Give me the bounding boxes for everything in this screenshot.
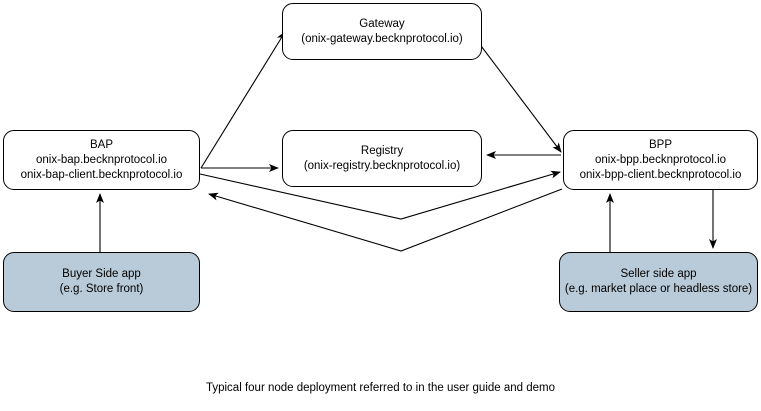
registry-node-host: (onix-registry.becknprotocol.io)	[303, 159, 461, 172]
gateway-node-host: (onix-gateway.becknprotocol.io)	[301, 32, 463, 45]
seller-side-app-subtitle: (e.g. market place or headless store)	[564, 283, 753, 295]
bpp-node-host: onix-bpp.becknprotocol.io	[594, 153, 727, 166]
seller-side-app-node[interactable]: Seller side app (e.g. market place or he…	[559, 252, 758, 312]
bpp-node[interactable]: BPP onix-bpp.becknprotocol.io onix-bpp-c…	[563, 130, 758, 190]
bpp-node-client-host: onix-bpp-client.becknprotocol.io	[579, 168, 742, 181]
bpp-node-title: BPP	[648, 138, 672, 151]
registry-node-title: Registry	[360, 144, 404, 157]
gateway-node[interactable]: Gateway (onix-gateway.becknprotocol.io)	[282, 3, 482, 60]
diagram-caption: Typical four node deployment referred to…	[205, 382, 556, 394]
bap-node-host: onix-bap.becknprotocol.io	[35, 153, 168, 166]
bap-node-client-host: onix-bap-client.becknprotocol.io	[20, 168, 183, 181]
seller-side-app-title: Seller side app	[620, 268, 697, 280]
edge-bap-to-bpp	[199, 170, 561, 220]
edge-bpp-to-bap	[208, 188, 563, 252]
edge-bap-to-gateway	[200, 31, 286, 169]
buyer-side-app-title: Buyer Side app	[62, 268, 141, 280]
buyer-side-app-node[interactable]: Buyer Side app (e.g. Store front)	[3, 252, 200, 312]
buyer-side-app-subtitle: (e.g. Store front)	[59, 283, 144, 295]
bap-node-title: BAP	[89, 138, 113, 151]
gateway-node-title: Gateway	[359, 17, 405, 30]
registry-node[interactable]: Registry (onix-registry.becknprotocol.io…	[282, 130, 482, 187]
bap-node[interactable]: BAP onix-bap.becknprotocol.io onix-bap-c…	[3, 130, 200, 190]
